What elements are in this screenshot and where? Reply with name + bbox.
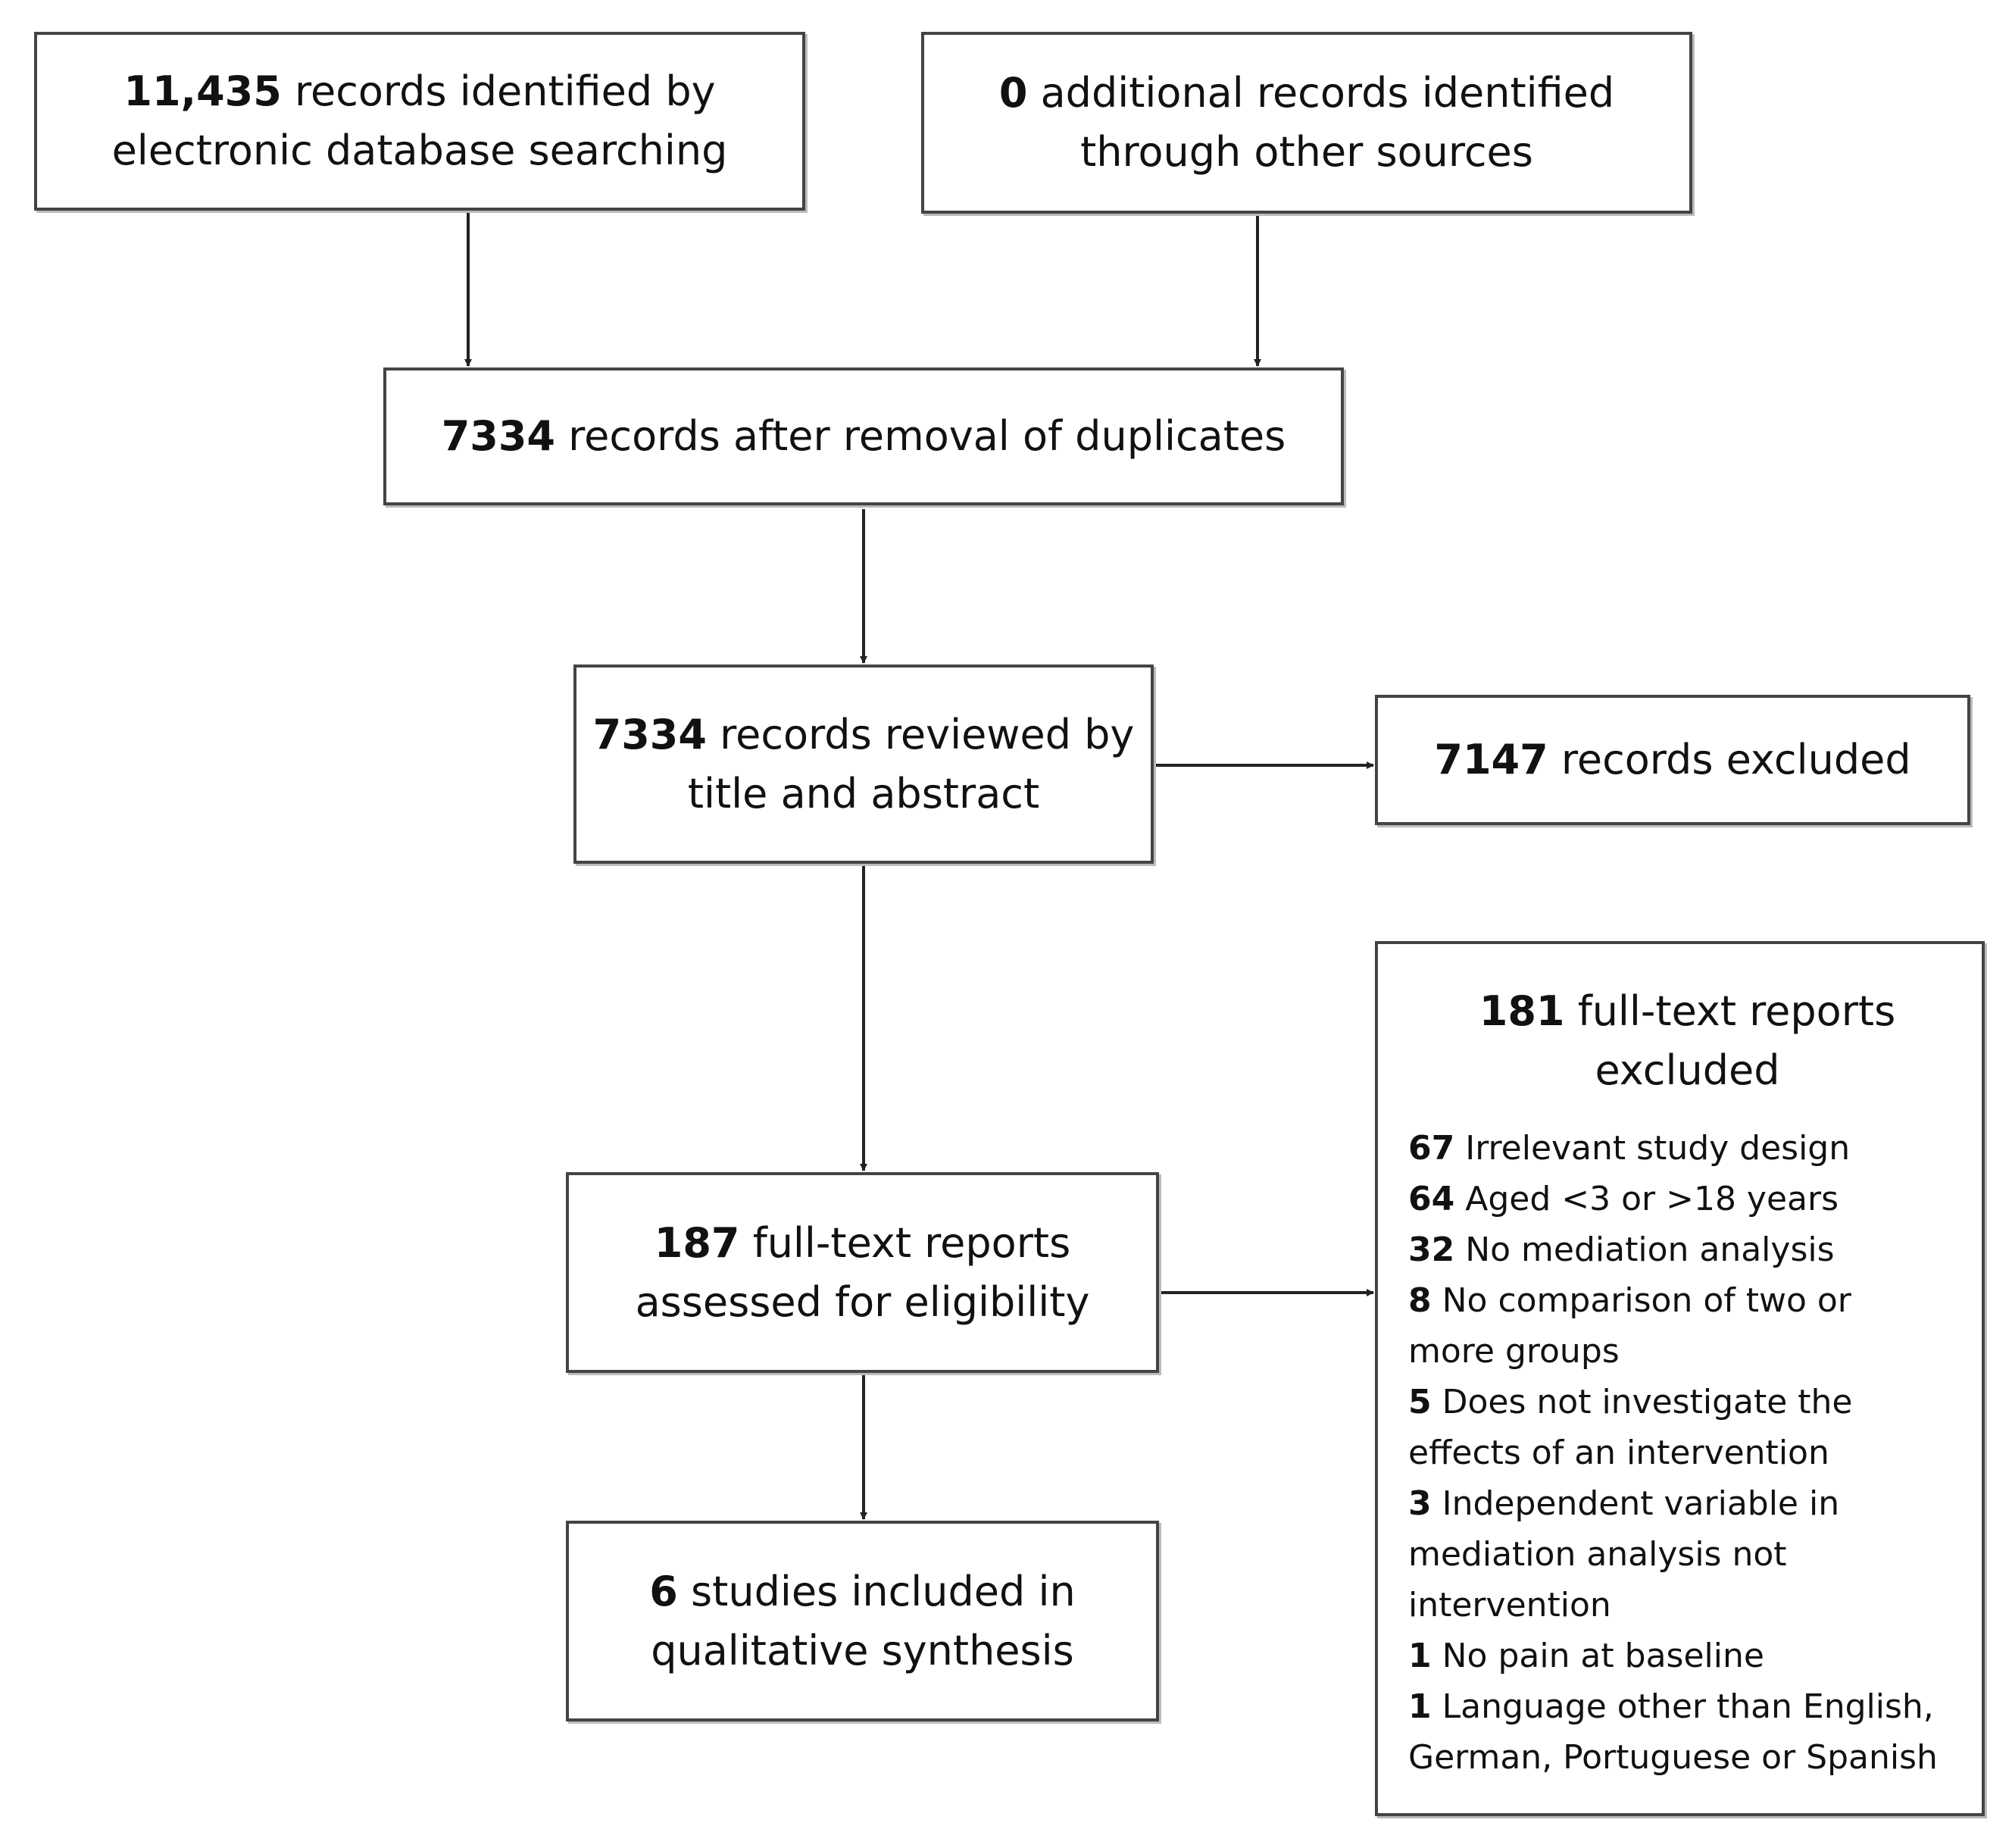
exclusion-reason-line: effects of an intervention — [1408, 1427, 1967, 1478]
box-records-excluded: 7147 records excluded — [1375, 695, 1970, 825]
reason-count: 3 — [1408, 1484, 1432, 1523]
reason-count: 5 — [1408, 1383, 1432, 1421]
exclusion-reason-line: 1 No pain at baseline — [1408, 1631, 1967, 1681]
reason-text: more groups — [1408, 1332, 1620, 1371]
exclusion-reason-line: 67 Irrelevant study design — [1408, 1123, 1967, 1174]
exclusion-reason-line: 3 Independent variable in — [1408, 1478, 1967, 1529]
count-value: 7334 — [592, 710, 707, 758]
box-line: 0 additional records identified — [999, 64, 1614, 123]
count-value: 11,435 — [123, 67, 282, 115]
exclusion-reason-line: German, Portuguese or Spanish — [1408, 1732, 1967, 1783]
reason-count: 8 — [1408, 1281, 1432, 1320]
exclusion-reason-line: intervention — [1408, 1580, 1967, 1631]
label-text: electronic database searching — [111, 127, 728, 174]
label-text: assessed for eligibility — [635, 1277, 1090, 1326]
label-text: excluded — [1595, 1046, 1780, 1094]
reason-text: intervention — [1408, 1586, 1611, 1624]
reason-text: Does not investigate the — [1442, 1383, 1853, 1421]
reason-text: German, Portuguese or Spanish — [1408, 1738, 1938, 1777]
count-value: 0 — [998, 69, 1028, 117]
reason-text: Language other than English, — [1442, 1687, 1934, 1726]
reason-text: No comparison of two or — [1442, 1281, 1851, 1320]
box-line: 11,435 records identified by — [123, 62, 715, 121]
box-records-identified-database: 11,435 records identified by electronic … — [34, 32, 805, 211]
reason-count: 1 — [1408, 1637, 1432, 1675]
label-text: qualitative synthesis — [651, 1626, 1074, 1674]
exclusion-reason-line: mediation analysis not — [1408, 1529, 1967, 1580]
reason-count: 1 — [1408, 1687, 1432, 1726]
exclusion-reason-line: 8 No comparison of two or — [1408, 1275, 1967, 1326]
count-value: 7147 — [1434, 736, 1548, 783]
reason-count: 67 — [1408, 1129, 1455, 1168]
count-value: 6 — [649, 1567, 678, 1615]
box-line: 7334 records after removal of duplicates — [442, 407, 1286, 466]
exclusion-reason-line: 5 Does not investigate the — [1408, 1377, 1967, 1427]
exclusion-reason-line: 64 Aged <3 or >18 years — [1408, 1174, 1967, 1224]
reason-text: mediation analysis not — [1408, 1535, 1787, 1574]
box-line: 7334 records reviewed by — [593, 705, 1135, 765]
reason-text: Independent variable in — [1442, 1484, 1840, 1523]
reason-count: 32 — [1408, 1230, 1455, 1269]
label-text: full-text reports — [752, 1218, 1071, 1267]
label-text: records identified by — [294, 67, 716, 115]
label-text: records excluded — [1561, 736, 1911, 783]
box-records-identified-other: 0 additional records identified through … — [921, 32, 1692, 214]
box-line: 187 full-text reports — [655, 1214, 1070, 1273]
label-text: title and abstract — [687, 769, 1040, 818]
count-value: 181 — [1479, 987, 1565, 1035]
reason-text: effects of an intervention — [1408, 1434, 1829, 1472]
box-studies-included: 6 studies included in qualitative synthe… — [566, 1521, 1159, 1721]
box-line: 181 full-text reports — [1408, 982, 1967, 1041]
count-value: 7334 — [441, 412, 555, 460]
count-value: 187 — [654, 1218, 740, 1267]
box-records-reviewed: 7334 records reviewed by title and abstr… — [573, 664, 1154, 864]
label-text: records reviewed by — [720, 710, 1135, 758]
label-text: full-text reports — [1577, 987, 1896, 1035]
box-line: 6 studies included in — [649, 1562, 1075, 1621]
reason-count: 64 — [1408, 1180, 1455, 1218]
reason-text: No pain at baseline — [1442, 1637, 1764, 1675]
box-fulltext-excluded: 181 full-text reports excluded 67 Irrele… — [1375, 941, 1985, 1816]
reason-text: Aged <3 or >18 years — [1465, 1180, 1839, 1218]
label-text: records after removal of duplicates — [568, 412, 1286, 460]
box-fulltext-assessed: 187 full-text reports assessed for eligi… — [566, 1172, 1159, 1373]
exclusion-reason-line: 1 Language other than English, — [1408, 1681, 1967, 1732]
box-line: 7147 records excluded — [1434, 730, 1910, 790]
excluded-title: 181 full-text reports excluded — [1408, 982, 1967, 1100]
exclusion-reason-line: more groups — [1408, 1326, 1967, 1377]
box-records-after-duplicates: 7334 records after removal of duplicates — [383, 367, 1344, 505]
reason-text: No mediation analysis — [1465, 1230, 1835, 1269]
label-text: studies included in — [691, 1567, 1076, 1615]
label-text: through other sources — [1080, 128, 1533, 176]
exclusion-reason-line: 32 No mediation analysis — [1408, 1224, 1967, 1275]
label-text: additional records identified — [1040, 69, 1615, 117]
reason-text: Irrelevant study design — [1465, 1129, 1851, 1168]
